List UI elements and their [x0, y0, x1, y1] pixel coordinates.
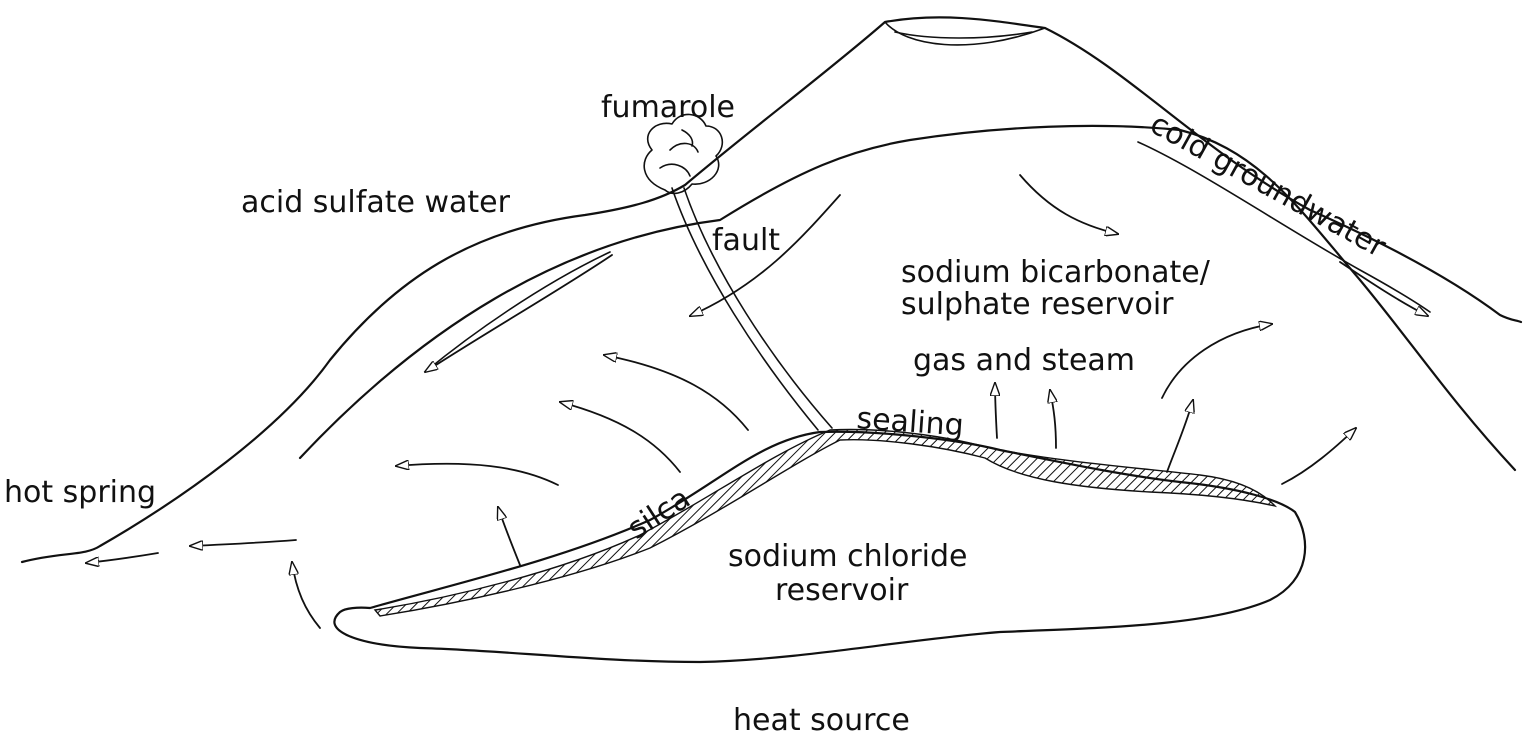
label-acid-sulfate-water: acid sulfate water [241, 185, 511, 220]
volcano-outline [22, 17, 1521, 562]
label-bicarbonate-line2: sulphate reservoir [901, 287, 1174, 322]
label-sealing: sealing [855, 401, 964, 443]
label-heat-source: heat source [733, 703, 910, 738]
label-fault: fault [712, 223, 780, 258]
label-chloride-line1: sodium chloride [728, 539, 968, 574]
label-chloride-line2: reservoir [775, 573, 909, 608]
label-fumarole: fumarole [601, 90, 735, 125]
label-hot-spring: hot spring [4, 475, 156, 510]
crater-rim [895, 32, 1032, 38]
fumarole-plume [644, 114, 722, 193]
label-gas-and-steam: gas and steam [913, 343, 1135, 378]
label-bicarbonate-line1: sodium bicarbonate/ [901, 255, 1211, 290]
label-cold-groundwater: cold groundwater [1144, 106, 1392, 265]
